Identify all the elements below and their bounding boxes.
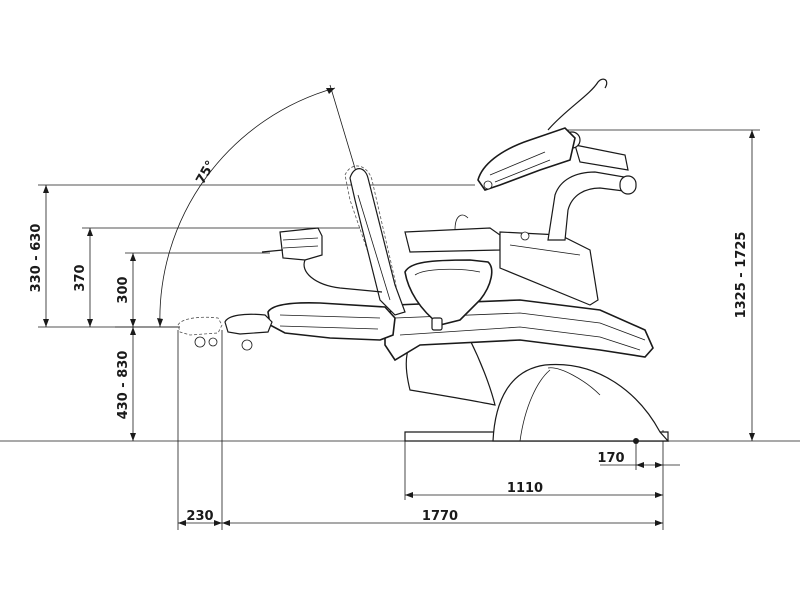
backrest-upright-ghost xyxy=(344,165,406,316)
chair-headrest xyxy=(177,313,273,351)
instrument-tray xyxy=(477,78,608,191)
dim-headrest-height-low: 300 xyxy=(116,276,131,303)
dental-chair xyxy=(177,78,670,444)
dim-headrest-extension: 230 xyxy=(186,509,213,524)
dim-headrest-height-range: 330 - 630 xyxy=(29,224,44,293)
assistant-instrument xyxy=(261,227,383,293)
dim-total-length: 1770 xyxy=(422,509,458,524)
dim-foot-offset: 170 xyxy=(597,451,624,466)
water-unit xyxy=(404,214,599,306)
dim-recline-angle: 75° xyxy=(193,158,218,187)
chair-armrest xyxy=(404,259,493,331)
dim-headrest-height-mid: 370 xyxy=(73,264,88,291)
chair-base xyxy=(404,339,670,444)
dim-base-to-foot: 1110 xyxy=(507,481,543,496)
dim-overall-height-range: 1325 - 1725 xyxy=(734,232,749,319)
recline-angle-arc xyxy=(159,87,336,328)
dimension-lines xyxy=(38,84,760,530)
dim-seat-height-range: 430 - 830 xyxy=(116,351,131,420)
chair-backrest xyxy=(267,302,396,341)
